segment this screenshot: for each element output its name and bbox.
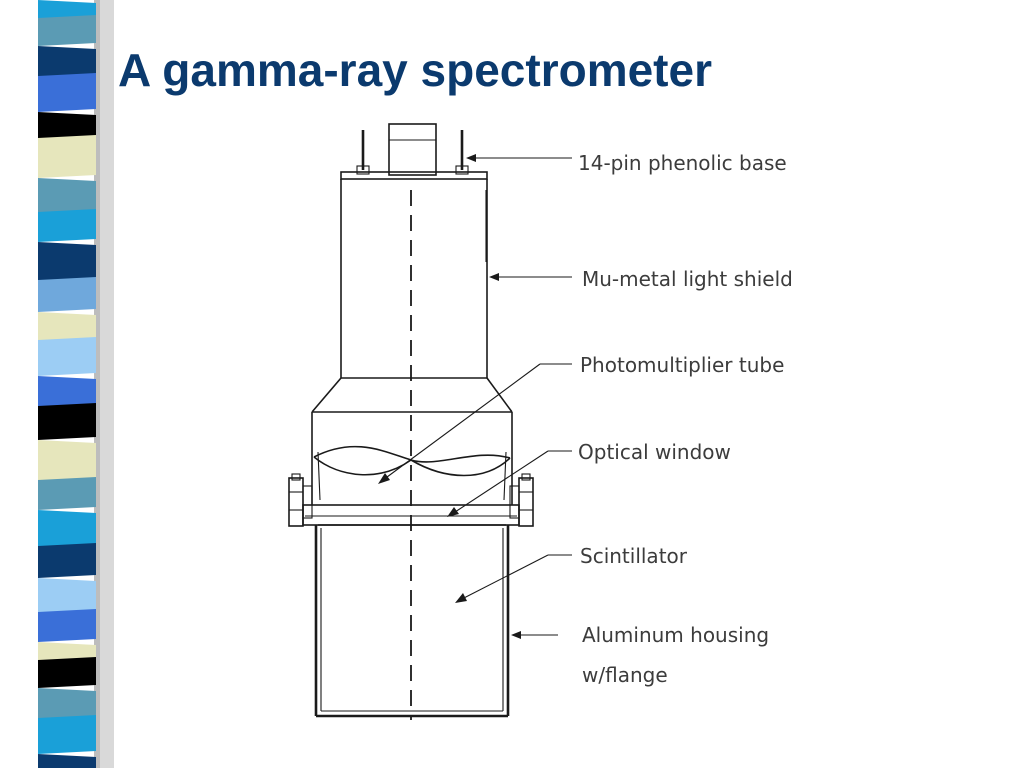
leader-line-pmt: [378, 363, 572, 484]
leader-line-base: [466, 154, 572, 162]
stripe-segment: [38, 73, 96, 112]
label-optical-window: Optical window: [578, 440, 731, 464]
leader-line-shield: [489, 273, 572, 281]
label-photomultiplier-tube: Photomultiplier tube: [580, 353, 784, 377]
stripe-segment: [38, 578, 96, 615]
stripe-segment: [38, 209, 96, 242]
base-connector: [388, 123, 437, 176]
label-housing-flange: w/flange: [582, 663, 668, 687]
stripe-segment: [38, 510, 96, 549]
leader-line-window: [447, 450, 572, 517]
stripe-segment: [38, 337, 96, 376]
stripe-segment: [38, 242, 96, 283]
pins: [356, 130, 469, 175]
stripe-segment: [38, 376, 96, 409]
stripe-segment: [38, 715, 96, 754]
right-flange-bolt: [509, 473, 534, 527]
left-flange-bolt: [288, 473, 313, 527]
mu-metal-shield: [311, 179, 513, 413]
stripe-segment: [38, 112, 96, 141]
stripe-segment: [38, 440, 96, 483]
leader-line-scintillator: [455, 554, 572, 603]
label-phenolic-base: 14-pin phenolic base: [578, 151, 787, 175]
label-mu-metal-shield: Mu-metal light shield: [582, 267, 793, 291]
stripe-segment: [38, 543, 96, 578]
stripe-segment: [38, 277, 96, 312]
stripe-segment: [38, 688, 96, 721]
stripe-segment: [38, 15, 96, 46]
slide-title: A gamma-ray spectrometer: [118, 44, 712, 96]
decorative-stripe-bar: [38, 0, 114, 768]
stripe-segment: [38, 477, 96, 510]
leader-line-housing: [511, 631, 558, 639]
stripe-segment: [38, 609, 96, 642]
stripe-segment: [38, 135, 96, 178]
stripe-segment: [38, 312, 96, 343]
stripe-segment: [38, 657, 96, 688]
stripe-segment: [38, 403, 96, 440]
stripe-segment: [38, 46, 96, 79]
label-aluminum-housing: Aluminum housing: [582, 623, 769, 647]
stripe-segment: [38, 178, 96, 215]
label-scintillator: Scintillator: [580, 544, 688, 568]
aluminum-housing: [314, 525, 510, 718]
phenolic-base-plate: [340, 171, 488, 180]
stripe-segment: [38, 754, 96, 768]
